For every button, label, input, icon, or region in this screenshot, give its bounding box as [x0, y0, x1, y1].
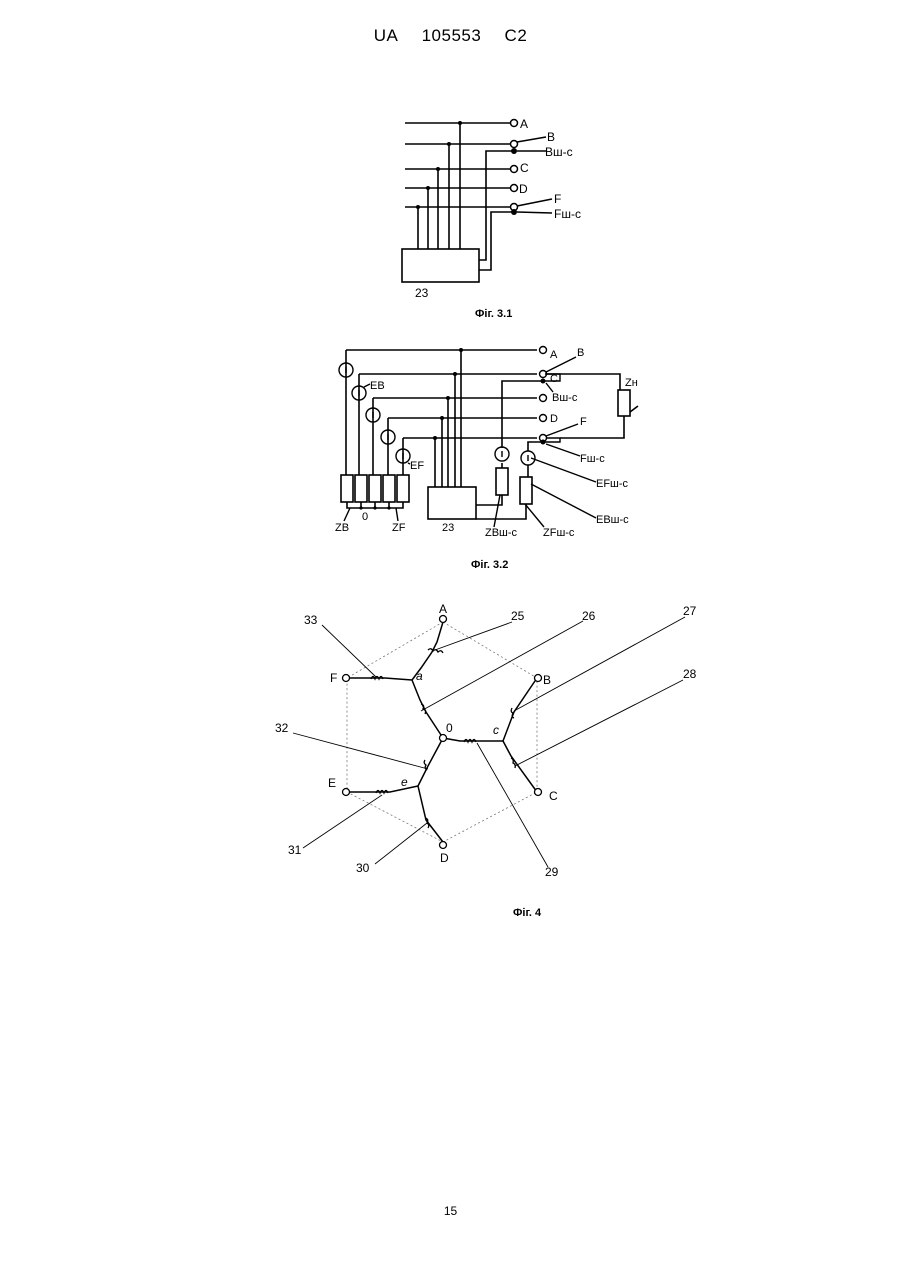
figure-4: A B C D E F 0 a c e 25 26 27 28 29 30 31…: [275, 602, 697, 919]
fig32-impedance-zf: ZF: [392, 522, 406, 534]
fig32-block-23-label: 23: [442, 522, 454, 534]
fig32-load-zn: Zн: [625, 377, 638, 389]
fig4-ref-32: 32: [275, 721, 289, 735]
fig4-node-b: B: [543, 673, 551, 687]
fig31-terminal-d: D: [519, 182, 528, 196]
fig32-terminal-f-shc: Fш-с: [580, 453, 605, 465]
fig31-terminal-a: A: [520, 117, 528, 131]
fig4-ref-26: 26: [582, 609, 596, 623]
fig4-node-e: E: [328, 776, 336, 790]
fig4-ref-29: 29: [545, 865, 559, 879]
fig4-point-c: c: [493, 723, 499, 737]
fig32-terminal-b-shc: Bш-с: [552, 392, 578, 404]
fig31-terminal-b-shc: Bш-с: [545, 145, 573, 159]
fig4-ref-33: 33: [304, 613, 318, 627]
fig4-node-d: D: [440, 851, 449, 865]
figure-3-2: A B C Bш-с D F Fш-с Zн EB EF EFш-с EBш-с…: [335, 347, 638, 572]
fig32-terminal-b: B: [577, 347, 584, 359]
fig32-terminal-a: A: [550, 349, 558, 361]
fig4-node-a: A: [439, 602, 447, 616]
fig32-impedance-zb: ZB: [335, 522, 349, 534]
fig31-terminal-f-shc: Fш-с: [554, 207, 581, 221]
fig4-ref-25: 25: [511, 609, 525, 623]
fig32-impedance-zf-shc: ZFш-с: [543, 527, 575, 539]
fig32-terminal-f: F: [580, 416, 587, 428]
page-number: 15: [0, 1204, 901, 1218]
fig32-emf-eb: EB: [370, 380, 385, 392]
fig31-caption: Фіг. 3.1: [475, 308, 512, 320]
fig32-emf-eb-shc: EBш-с: [596, 514, 629, 526]
fig4-caption: Фіг. 4: [513, 907, 542, 919]
fig4-point-e: e: [401, 775, 408, 789]
fig31-block-23-label: 23: [415, 286, 429, 300]
fig31-terminal-f: F: [554, 192, 561, 206]
fig4-point-a: a: [416, 669, 423, 683]
fig32-terminal-c: C: [550, 373, 558, 385]
fig4-ref-28: 28: [683, 667, 697, 681]
fig31-terminal-b: B: [547, 130, 555, 144]
fig4-node-f: F: [330, 671, 337, 685]
fig4-ref-31: 31: [288, 843, 302, 857]
fig32-caption: Фіг. 3.2: [471, 559, 508, 571]
figure-3-1: A B Bш-с C D F Fш-с 23 Фіг. 3.1: [402, 117, 581, 320]
fig4-node-c: C: [549, 789, 558, 803]
fig31-terminal-c: C: [520, 161, 529, 175]
fig32-emf-ef: EF: [410, 460, 424, 472]
fig4-node-zero: 0: [446, 721, 453, 735]
fig32-emf-ef-shc: EFш-с: [596, 478, 629, 490]
fig32-terminal-d: D: [550, 413, 558, 425]
fig32-neutral-zero: 0: [362, 511, 368, 523]
fig32-impedance-zb-shc: ZBш-с: [485, 527, 518, 539]
fig4-ref-27: 27: [683, 604, 697, 618]
fig4-ref-30: 30: [356, 861, 370, 875]
